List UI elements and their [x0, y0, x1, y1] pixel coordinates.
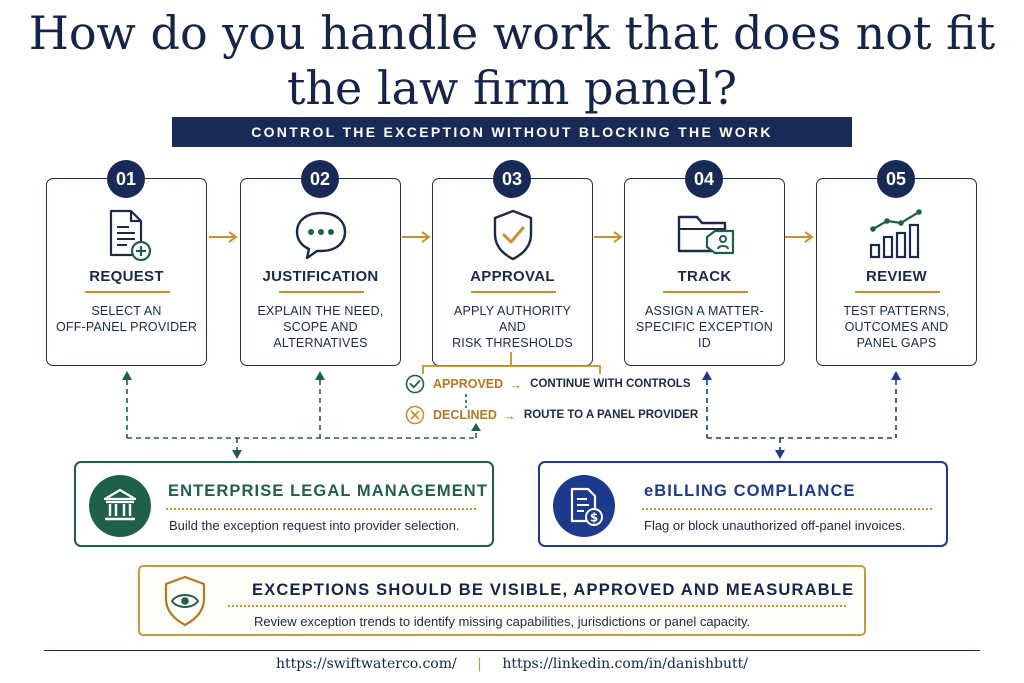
system-divider	[166, 508, 476, 510]
website-link[interactable]: https://swiftwaterco.com/	[276, 656, 457, 672]
outcome-text: CONTINUE WITH CONTROLS	[530, 378, 691, 390]
step-title: JUSTIFICATION	[262, 268, 379, 285]
step-number: 02	[301, 160, 339, 198]
folder-tag-icon	[673, 207, 737, 268]
step-title: REVIEW	[866, 268, 927, 285]
system-title: ENTERPRISE LEGAL MANAGEMENT	[168, 482, 488, 500]
outcome-text: ROUTE TO A PANEL PROVIDER	[523, 409, 699, 421]
system-title: eBILLING COMPLIANCE	[644, 482, 856, 500]
linkedin-link[interactable]: https://linkedin.com/in/danishbutt/	[502, 656, 748, 672]
step-title: TRACK	[677, 268, 732, 285]
flow-arrow	[402, 231, 431, 243]
step-divider	[85, 291, 170, 293]
shield-eye-icon	[162, 575, 208, 632]
flow-arrow	[594, 231, 623, 243]
step-description: ASSIGN A MATTER-SPECIFIC EXCEPTION ID	[636, 304, 773, 350]
step-number: 03	[493, 160, 531, 198]
subtitle-bar: CONTROL THE EXCEPTION WITHOUT BLOCKING T…	[172, 117, 852, 147]
step-divider	[663, 291, 748, 293]
footer-divider	[44, 650, 980, 651]
footer-separator: |	[477, 656, 482, 672]
step-title: APPROVAL	[470, 268, 555, 285]
bank-building-icon	[89, 475, 151, 537]
system-description: Flag or block unauthorized off-panel inv…	[644, 518, 906, 533]
footer: https://swiftwaterco.com/ | https://link…	[0, 656, 1024, 672]
invoice-dollar-icon: $	[553, 475, 615, 537]
shield-check-icon	[485, 207, 541, 268]
system-ebilling-card: $ eBILLING COMPLIANCE Flag or block unau…	[538, 461, 948, 547]
step-divider	[855, 291, 940, 293]
banner-description: Review exception trends to identify miss…	[254, 614, 751, 629]
x-circle-icon	[405, 405, 425, 425]
system-divider	[642, 508, 932, 510]
outcome-label: APPROVED	[433, 377, 504, 391]
banner-title: EXCEPTIONS SHOULD BE VISIBLE, APPROVED A…	[252, 581, 855, 599]
summary-banner: EXCEPTIONS SHOULD BE VISIBLE, APPROVED A…	[138, 565, 866, 636]
flow-arrow	[209, 231, 238, 243]
system-elm-card: ENTERPRISE LEGAL MANAGEMENT Build the ex…	[74, 461, 494, 547]
flow-arrow	[785, 231, 814, 243]
step-number: 01	[107, 160, 145, 198]
speech-bubble-icon	[292, 207, 350, 268]
page-title: How do you handle work that does not fit…	[28, 6, 996, 115]
step-justification: JUSTIFICATION EXPLAIN THE NEED,SCOPE AND…	[240, 178, 401, 366]
step-track: TRACK ASSIGN A MATTER-SPECIFIC EXCEPTION…	[624, 178, 785, 366]
step-number: 05	[877, 160, 915, 198]
outcome-declined: DECLINED → ROUTE TO A PANEL PROVIDER	[405, 405, 698, 425]
right-arrow-icon: →	[509, 376, 523, 392]
step-number: 04	[685, 160, 723, 198]
outcome-label: DECLINED	[433, 408, 497, 422]
check-circle-icon	[405, 374, 425, 394]
bar-chart-trend-icon	[865, 207, 929, 268]
document-plus-icon	[99, 207, 155, 268]
right-arrow-icon: →	[502, 407, 516, 423]
outcome-approved: APPROVED → CONTINUE WITH CONTROLS	[405, 374, 691, 394]
step-divider	[279, 291, 364, 293]
step-title: REQUEST	[89, 268, 164, 285]
system-description: Build the exception request into provide…	[169, 518, 460, 533]
banner-divider	[228, 605, 846, 607]
svg-text:$: $	[590, 511, 598, 525]
step-divider	[471, 291, 556, 293]
